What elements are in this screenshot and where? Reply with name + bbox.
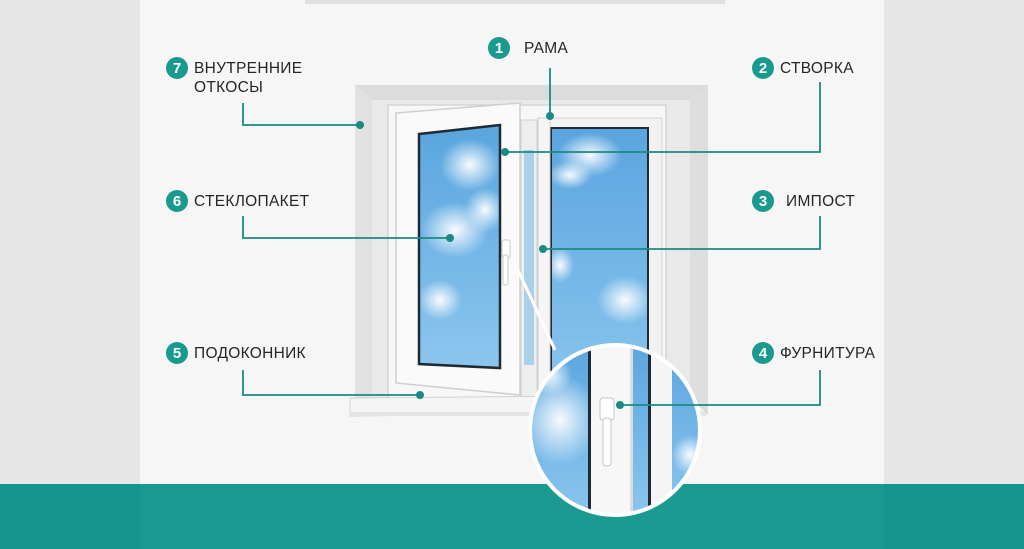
- leader-dots: [356, 112, 624, 409]
- label-hardware: 4 ФУРНИТУРА: [752, 342, 875, 364]
- label-hardware-text: ФУРНИТУРА: [780, 345, 876, 362]
- mullion: [537, 117, 551, 404]
- top-rule: [305, 0, 725, 4]
- opened-sash: [395, 102, 521, 396]
- label-sash-text: СТВОРКА: [780, 60, 854, 77]
- leader-hardware: [620, 370, 821, 406]
- badge-3: 3: [752, 190, 774, 212]
- leader-reveals: [242, 103, 360, 126]
- zoom-circle: [516, 269, 702, 517]
- label-frame-text: РАМА: [524, 40, 569, 57]
- label-sash: 2 СТВОРКА: [752, 57, 854, 79]
- leader-mullion: [543, 216, 821, 250]
- bottom-band-center: [140, 484, 884, 549]
- leader-sill: [242, 370, 420, 396]
- leader-sash: [505, 82, 821, 153]
- badge-5: 5: [166, 342, 188, 364]
- right-margin: [884, 0, 1024, 549]
- label-glazing: 6 СТЕКЛОПАКЕТ: [166, 190, 309, 212]
- badge-7: 7: [166, 57, 188, 79]
- leader-lines: [242, 68, 821, 406]
- label-reveals: 7 ВНУТРЕННИЕ ОТКОСЫ: [166, 57, 302, 97]
- label-mullion-text: ИМПОСТ: [786, 193, 856, 210]
- left-margin: [0, 0, 140, 549]
- badge-4: 4: [752, 342, 774, 364]
- badge-6: 6: [166, 190, 188, 212]
- label-glazing-text: СТЕКЛОПАКЕТ: [194, 193, 310, 210]
- label-reveals-text: ВНУТРЕННИЕ ОТКОСЫ: [194, 60, 303, 96]
- label-sill-text: ПОДОКОННИК: [194, 345, 306, 362]
- badge-1: 1: [488, 37, 510, 59]
- leader-glazing: [242, 216, 450, 239]
- label-frame: 1 РАМА: [488, 37, 568, 59]
- badge-2: 2: [752, 57, 774, 79]
- label-mullion: 3 ИМПОСТ: [752, 190, 855, 212]
- label-sill: 5 ПОДОКОННИК: [166, 342, 306, 364]
